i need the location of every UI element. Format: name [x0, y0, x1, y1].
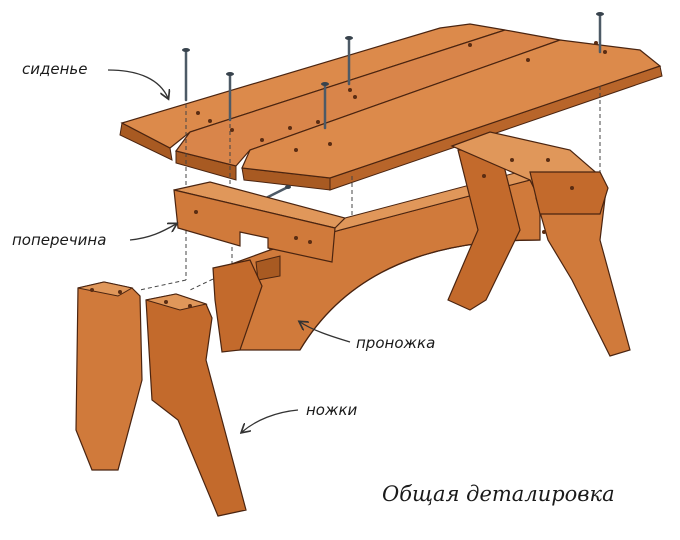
diagram-caption: Общая деталировка — [382, 482, 615, 506]
seat-plank-3 — [241, 39, 662, 179]
right-leg-assembly — [447, 131, 631, 357]
left-back-leg — [212, 259, 263, 353]
screws — [184, 14, 602, 252]
legs — [75, 281, 247, 517]
right-block — [529, 171, 609, 215]
label-seat: сиденье — [22, 60, 88, 78]
label-stretcher: проножка — [356, 334, 436, 352]
label-pointers — [107, 69, 351, 432]
seat-pointer — [107, 69, 168, 98]
legs-pointer — [242, 409, 299, 432]
stretcher-pointer — [300, 322, 351, 343]
leg-1 — [75, 281, 143, 471]
label-legs: ножки — [306, 401, 358, 419]
crosspiece-pointer — [129, 224, 176, 241]
label-crosspiece: поперечина — [12, 231, 107, 249]
seat-assembly — [119, 23, 663, 191]
seat-screw-holes — [196, 41, 607, 152]
stretcher-notch — [255, 255, 281, 281]
screw-heads — [182, 12, 604, 253]
left-crosspiece — [173, 181, 347, 263]
crosspiece-front — [173, 189, 336, 263]
